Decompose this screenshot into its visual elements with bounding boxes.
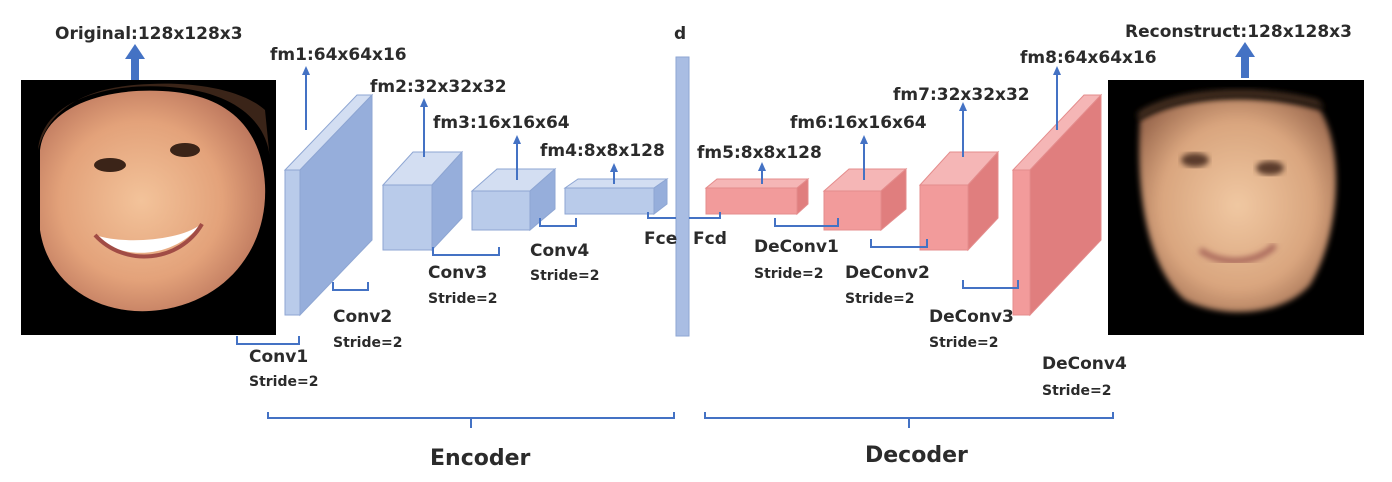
feature-map-block-fm4 <box>563 178 669 216</box>
input-size-label: Original:128x128x3 <box>55 24 243 44</box>
conv1-label: Conv1 <box>249 347 308 367</box>
latent-d-label: d <box>674 24 686 44</box>
fm-label-arrows <box>302 66 1061 184</box>
conv3-stride-label: Stride=2 <box>428 291 497 307</box>
reconstructed-face-image <box>1108 80 1364 335</box>
conv3-label: Conv3 <box>428 263 487 283</box>
fcd-label: Fcd <box>693 229 727 249</box>
deconv2-stride-label: Stride=2 <box>845 291 914 307</box>
deconv4-label: DeConv4 <box>1042 354 1127 374</box>
decoder-section-label: Decoder <box>865 443 968 468</box>
deconv4-stride-label: Stride=2 <box>1042 383 1111 399</box>
deconv2-label: DeConv2 <box>845 263 930 283</box>
fce-label: Fce <box>644 229 677 249</box>
deconv1-label: DeConv1 <box>754 237 839 257</box>
output-arrow-icon <box>1235 42 1255 78</box>
conv1-stride-label: Stride=2 <box>249 374 318 390</box>
conv4-label: Conv4 <box>530 241 589 261</box>
feature-map-block-fm5 <box>704 177 810 216</box>
feature-map-block-fm1 <box>283 93 374 317</box>
fm2-label: fm2:32x32x32 <box>370 77 507 97</box>
feature-map-block-fm3 <box>470 167 557 232</box>
encoder-section-label: Encoder <box>430 446 531 471</box>
conv2-label: Conv2 <box>333 307 392 327</box>
feature-map-block-fm8 <box>1011 93 1103 317</box>
fm3-label: fm3:16x16x64 <box>433 113 570 133</box>
fm5-label: fm5:8x8x128 <box>697 143 822 163</box>
conv2-stride-label: Stride=2 <box>333 335 402 351</box>
fm4-label: fm4:8x8x128 <box>540 141 665 161</box>
fm6-label: fm6:16x16x64 <box>790 113 927 133</box>
input-arrow-icon <box>125 44 145 80</box>
conv4-stride-label: Stride=2 <box>530 268 599 284</box>
deconv1-stride-label: Stride=2 <box>754 266 823 282</box>
fm8-label: fm8:64x64x16 <box>1020 48 1157 68</box>
feature-map-block-fm7 <box>918 150 1000 252</box>
output-size-label: Reconstruct:128x128x3 <box>1125 22 1352 42</box>
feature-map-block-fm2 <box>381 150 464 252</box>
latent-vector-bar <box>675 56 690 337</box>
deconv3-stride-label: Stride=2 <box>929 335 998 351</box>
fm7-label: fm7:32x32x32 <box>893 85 1030 105</box>
deconv3-label: DeConv3 <box>929 307 1014 327</box>
original-face-image <box>21 80 276 335</box>
layer-brackets <box>236 212 1114 428</box>
fm1-label: fm1:64x64x16 <box>270 45 407 65</box>
